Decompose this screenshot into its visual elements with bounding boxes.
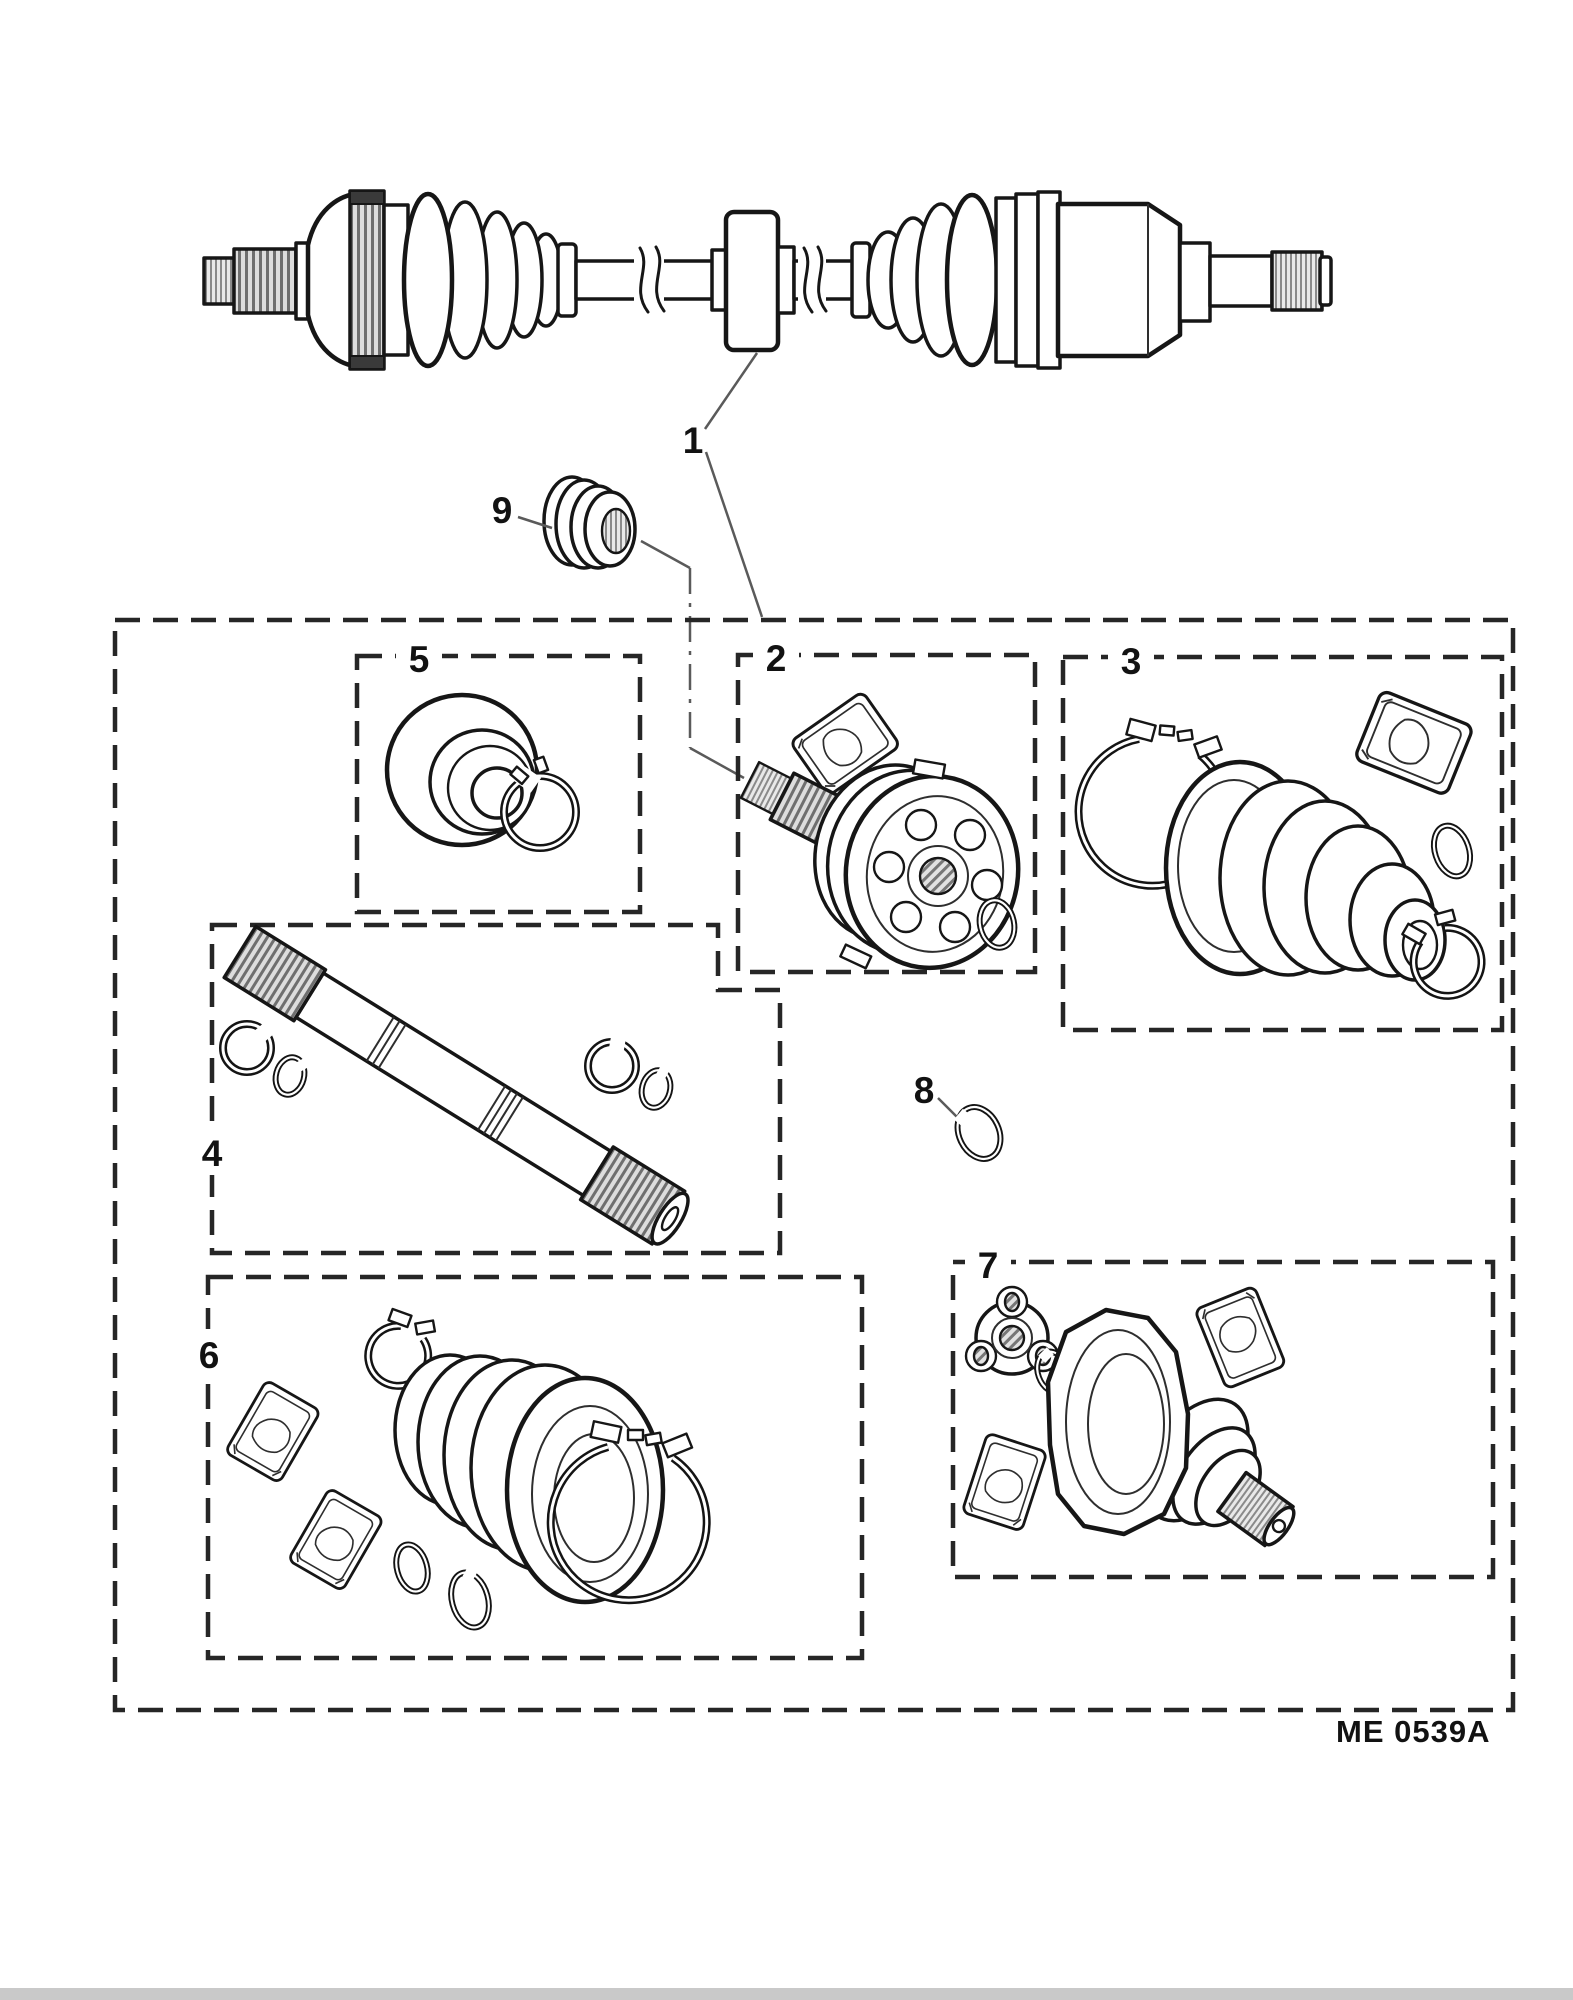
outer-cv-boot [401, 191, 578, 369]
boot-clamp-small [1401, 908, 1486, 1000]
outer-cv-joint-housing [305, 189, 410, 371]
grease-packet [1352, 688, 1476, 798]
inner-cv-boot [850, 190, 1062, 370]
grease-packet [223, 1378, 323, 1485]
callout-9-label: 9 [492, 490, 513, 531]
drawing-code: ME 0539A [1336, 1714, 1490, 1749]
joint-retaining-ring [976, 897, 1018, 951]
outer-cv-joint [739, 758, 1021, 971]
intermediate-shaft [222, 924, 690, 1246]
page-bottom-edge [0, 1988, 1573, 2000]
inner-joint-housing [1045, 1307, 1296, 1548]
callout-5-label: 5 [409, 639, 430, 680]
group-center-bearing-kit: 5 [354, 633, 643, 915]
callout-3-label: 3 [1121, 641, 1142, 682]
assembled-driveshaft [202, 189, 1333, 371]
grease-packet [286, 1486, 386, 1593]
callout-4-label: 4 [202, 1133, 223, 1174]
group-snap-ring: 8 [914, 1070, 1004, 1162]
grease-packet [960, 1431, 1049, 1533]
boot-clamp-large [546, 1420, 711, 1605]
outer-stub-shaft [202, 241, 310, 321]
inner-boot [393, 1353, 666, 1605]
group-outer-cv-joint: 2 [735, 632, 1038, 975]
boot-o-ring [1430, 822, 1474, 880]
callout-6-label: 6 [199, 1335, 220, 1376]
group-shaft-kit: 4 [190, 922, 783, 1256]
inner-stub-shaft [1208, 250, 1333, 312]
group-inner-cv-joint: 7 [950, 1239, 1496, 1580]
callout-8-label: 8 [914, 1070, 935, 1111]
group-inner-boot-kit: 6 [187, 1274, 865, 1661]
center-support-bearing [710, 209, 796, 353]
callout-1: 1 [683, 352, 764, 618]
inner-cv-joint-housing [1055, 201, 1212, 359]
bearing-snap-ring [500, 755, 580, 852]
kit-outline-box [112, 617, 1516, 1713]
group-outer-boot-kit: 3 [1060, 635, 1505, 1033]
callout-7-label: 7 [978, 1245, 999, 1286]
support-bearing [384, 692, 540, 848]
interconnecting-shaft [574, 245, 718, 314]
boot-rings [393, 1541, 492, 1631]
callout-1-label: 1 [683, 420, 704, 461]
shaft-circlips [219, 1019, 674, 1111]
callout-2-label: 2 [766, 638, 787, 679]
shaft-nut [542, 475, 637, 570]
outer-boot [1163, 759, 1447, 982]
grease-packet [1193, 1284, 1288, 1391]
shaft-right-section [792, 245, 858, 314]
callout-9: 9 [492, 490, 745, 780]
